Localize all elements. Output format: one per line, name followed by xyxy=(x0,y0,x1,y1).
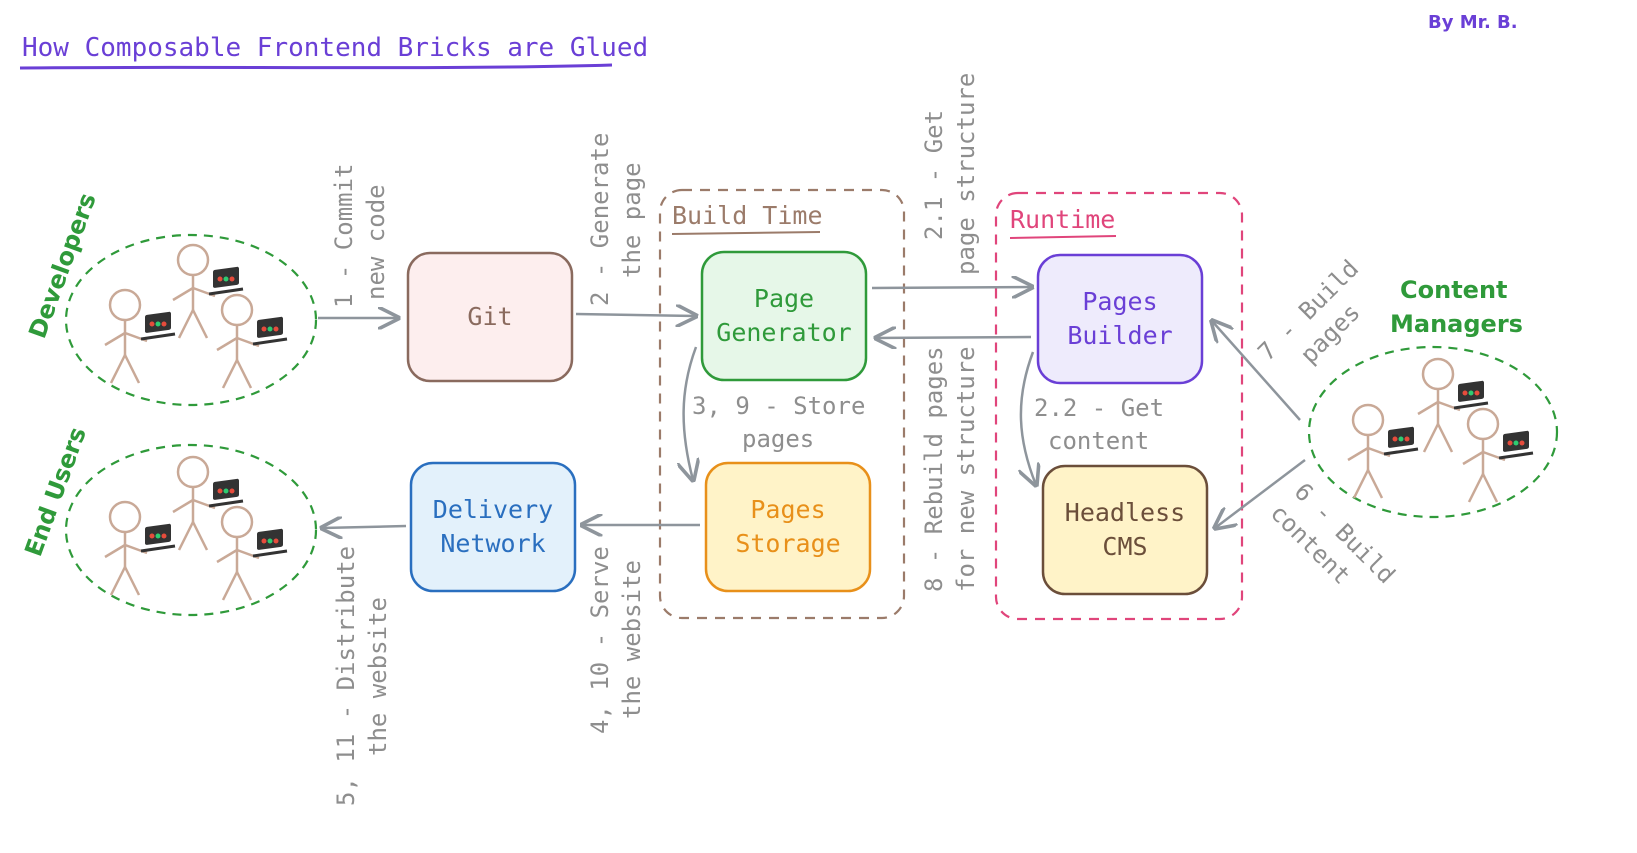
headless-cms-node xyxy=(1041,464,1209,596)
get-structure-label: 2.1 - Get page structure xyxy=(920,73,980,275)
get-content-label-line2: content xyxy=(1048,427,1149,455)
edge-build-pages xyxy=(1212,321,1301,421)
svg-text:8 - Rebuild pages: 8 - Rebuild pages xyxy=(920,346,948,592)
edge-rebuild xyxy=(876,337,1032,338)
page-generator-label-line2: Generator xyxy=(716,318,851,347)
end-users-ellipse xyxy=(64,443,318,617)
store-label-line1: 3, 9 - Store xyxy=(692,392,865,420)
author-label: By Mr. B. xyxy=(1428,12,1518,33)
serve-label: 4, 10 - Serve the website xyxy=(586,546,646,734)
content-manager-person-icon xyxy=(1346,403,1420,500)
pages-builder-label-line2: Builder xyxy=(1067,321,1172,350)
edge-store xyxy=(684,346,696,480)
git-node-label: Git xyxy=(467,302,512,331)
diagram-title: How Composable Frontend Bricks are Glued xyxy=(22,33,648,63)
runtime-underline xyxy=(1009,235,1117,239)
delivery-network-label-line1: Delivery xyxy=(433,495,553,524)
content-manager-person-icon xyxy=(1461,407,1535,504)
edge-distribute xyxy=(322,526,407,528)
svg-text:the website: the website xyxy=(364,597,392,756)
end-user-person-icon xyxy=(215,505,289,602)
end-users-label: End Users xyxy=(19,423,92,560)
edge-get-content xyxy=(1021,351,1036,485)
runtime-group xyxy=(994,191,1244,621)
svg-text:2 - Generate: 2 - Generate xyxy=(586,133,614,306)
svg-text:the website: the website xyxy=(618,560,646,719)
edge-get-structure xyxy=(871,287,1032,288)
svg-text:4, 10 - Serve: 4, 10 - Serve xyxy=(586,546,614,734)
pages-storage-label-line1: Pages xyxy=(750,495,825,524)
delivery-network-node xyxy=(409,461,577,593)
developers-ellipse xyxy=(64,233,318,407)
svg-text:5, 11 - Distribute: 5, 11 - Distribute xyxy=(332,546,360,806)
generate-label: 2 - Generate the page xyxy=(586,133,646,306)
svg-text:new code: new code xyxy=(362,184,390,300)
get-content-label-line1: 2.2 - Get xyxy=(1034,394,1164,422)
content-managers-ellipse xyxy=(1307,345,1559,519)
svg-text:for new structure: for new structure xyxy=(952,346,980,592)
build-time-group xyxy=(658,188,906,620)
build-time-label: Build Time xyxy=(672,201,823,230)
pages-storage-label-line2: Storage xyxy=(735,529,840,558)
developer-person-icon xyxy=(215,293,289,390)
pages-builder-node xyxy=(1036,253,1204,385)
content-managers-label-line1: Content xyxy=(1400,276,1508,304)
pages-builder-label-line1: Pages xyxy=(1082,287,1157,316)
delivery-network-label-line2: Network xyxy=(440,529,545,558)
headless-cms-label-line1: Headless xyxy=(1065,498,1185,527)
title-underline xyxy=(19,63,613,70)
developers-label: Developers xyxy=(23,189,101,342)
distribute-label: 5, 11 - Distribute the website xyxy=(332,546,392,806)
edge-build-content xyxy=(1215,459,1306,528)
svg-text:page structure: page structure xyxy=(952,73,980,275)
edge-generate xyxy=(575,314,696,316)
git-node xyxy=(406,251,574,383)
developer-person-icon xyxy=(103,288,177,385)
build-pages-label: 7 - Build pages xyxy=(1252,254,1365,369)
store-label-line2: pages xyxy=(742,425,814,453)
content-managers-label-line2: Managers xyxy=(1390,310,1523,338)
svg-text:2.1 - Get: 2.1 - Get xyxy=(920,110,948,240)
end-user-person-icon xyxy=(103,500,177,597)
headless-cms-label-line2: CMS xyxy=(1102,532,1147,561)
runtime-label: Runtime xyxy=(1010,205,1115,234)
page-generator-label-line1: Page xyxy=(754,284,814,313)
svg-text:1 - Commit: 1 - Commit xyxy=(330,164,358,309)
rebuild-label: 8 - Rebuild pages for new structure xyxy=(920,346,980,592)
pages-storage-node xyxy=(704,461,872,593)
svg-text:the page: the page xyxy=(618,162,646,278)
page-generator-node xyxy=(700,250,868,382)
commit-label: 1 - Commit new code xyxy=(330,164,390,309)
build-time-underline xyxy=(671,231,821,235)
